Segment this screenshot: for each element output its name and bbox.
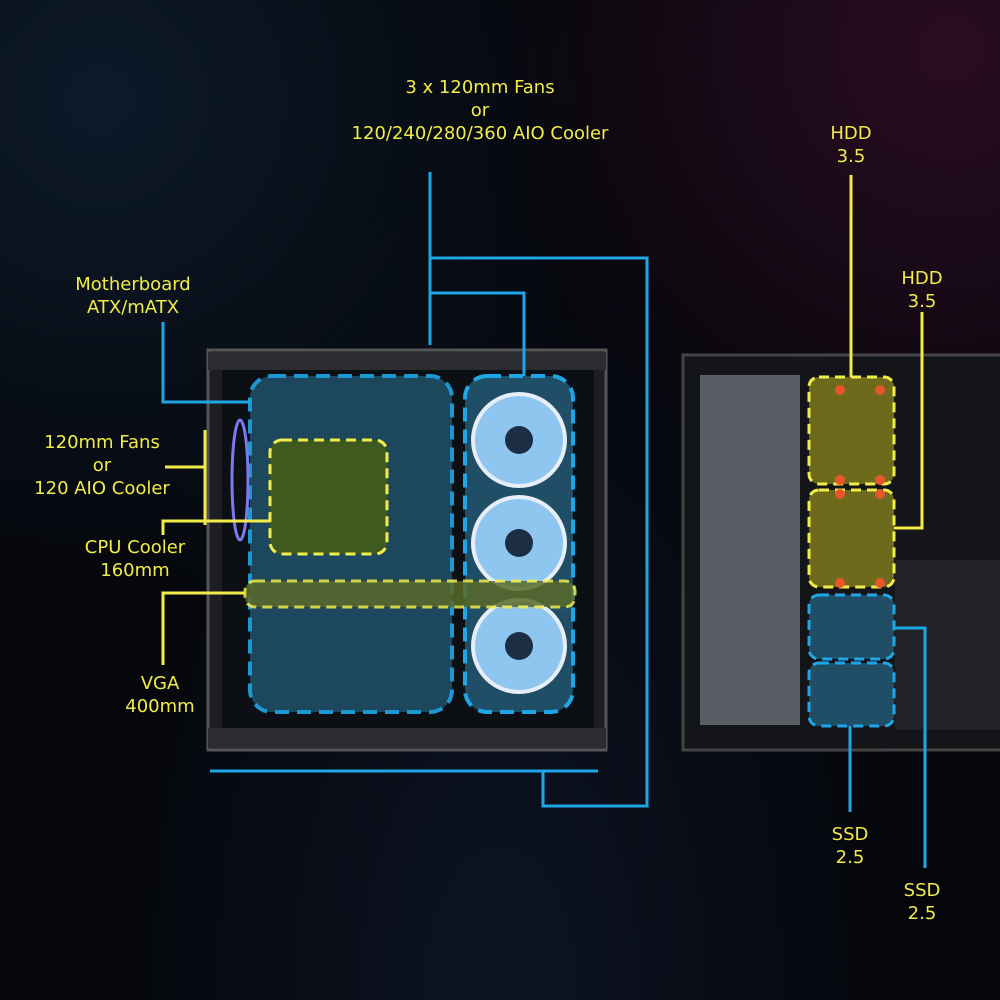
fan-icon (471, 392, 567, 488)
label-line: 120/240/280/360 AIO Cooler (351, 123, 609, 144)
label-line: 400mm (125, 696, 195, 717)
label-line: 160mm (100, 560, 170, 581)
label-cpu-cooler: CPU Cooler 160mm (85, 536, 185, 582)
label-line: SSD (903, 880, 941, 901)
label-line: or (92, 455, 112, 476)
top-fans-leader (430, 256, 649, 808)
leader-lines (161, 172, 927, 868)
motherboard-leader (161, 322, 250, 404)
vga-leader (161, 591, 245, 665)
label-vga: VGA 400mm (125, 672, 194, 718)
label-line: 120 AIO Cooler (34, 478, 170, 499)
fan-icon (471, 598, 567, 694)
hdd-zone-1 (807, 375, 896, 486)
label-line: 2.5 (835, 847, 865, 868)
label-hdd-1: HDD 3.5 (830, 122, 871, 168)
label-line: 3 x 120mm Fans (405, 77, 555, 98)
label-ssd-1: SSD 2.5 (832, 823, 869, 869)
ssd-2-leader (894, 626, 927, 868)
side-fan-icon (230, 418, 250, 542)
label-line: VGA (140, 673, 180, 694)
hdd-zone-2 (807, 488, 896, 589)
ssd-zone-2 (807, 661, 896, 728)
label-ssd-2: SSD 2.5 (904, 879, 941, 925)
label-line: 3.5 (907, 291, 937, 312)
vga-zone (243, 579, 577, 609)
label-line: HDD (901, 268, 943, 289)
label-hdd-2: HDD 3.5 (901, 267, 942, 313)
fan-radiator-zone (463, 374, 575, 714)
label-line: 2.5 (907, 903, 937, 924)
ssd-zone-1 (807, 593, 896, 661)
label-line: or (470, 100, 490, 121)
label-line: Motherboard (75, 274, 191, 295)
label-motherboard: Motherboard ATX/mATX (75, 273, 190, 319)
top-fans-leader (430, 291, 526, 376)
cpu-cooler-leader (161, 519, 270, 535)
label-line: 3.5 (836, 146, 866, 167)
label-line: ATX/mATX (86, 297, 180, 318)
label-side-fans: 120mm Fans or 120 AIO Cooler (34, 431, 170, 500)
label-top-fans: 3 x 120mm Fans or 120/240/280/360 AIO Co… (352, 76, 609, 145)
label-line: SSD (831, 824, 869, 845)
hdd-2-leader (894, 312, 924, 530)
label-line: 120mm Fans (44, 432, 160, 453)
fan-icon (471, 495, 567, 591)
label-line: CPU Cooler (84, 537, 186, 558)
label-line: HDD (830, 123, 872, 144)
cpu-cooler-zone (268, 438, 389, 556)
